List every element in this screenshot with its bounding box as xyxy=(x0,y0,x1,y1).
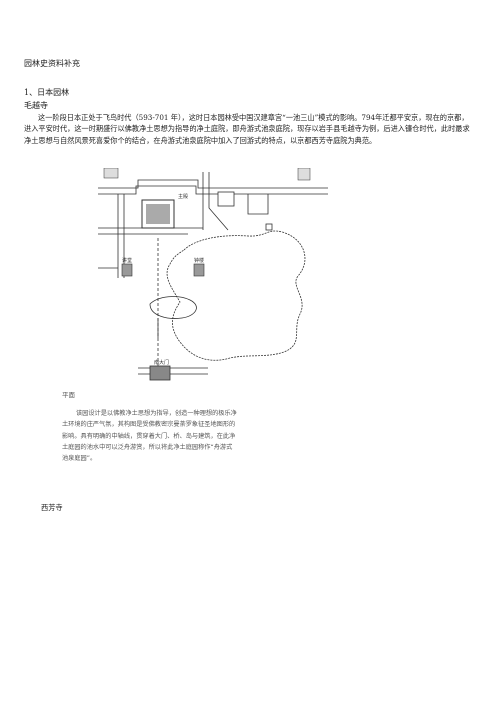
caption-text: 该园设计是以佛教净土思想为指导，创造一种理想的极乐净土环境的庄严气氛，其构图是受… xyxy=(62,410,237,463)
figure-caption: 该园设计是以佛教净土思想为指导，创造一种理想的极乐净土环境的庄严气氛，其构图是受… xyxy=(62,408,237,464)
label-south-gate: 南大门 xyxy=(154,359,169,366)
label-west-hall: 讲堂 xyxy=(122,257,132,264)
bell-tower xyxy=(193,263,205,277)
island xyxy=(149,296,197,319)
plan-label: 平面 xyxy=(62,391,75,399)
next-heading: 西芳寺 xyxy=(41,503,63,512)
buildings xyxy=(103,168,311,381)
subsection-heading: 毛越寺 xyxy=(24,101,48,110)
body-paragraph: 这一阶段日本正处于飞鸟时代（593-701 年），这时日本园林受中国汉建章宫“一… xyxy=(24,113,470,145)
south-gate xyxy=(149,365,171,381)
west-hall xyxy=(121,263,133,277)
label-bell: 钟楼 xyxy=(194,257,204,264)
document-title: 园林史资料补充 xyxy=(24,59,80,68)
garden-plan-figure: 主殿 讲堂 钟楼 南大门 xyxy=(98,168,328,381)
road-north xyxy=(98,179,328,189)
section-heading: 1、日本园林 xyxy=(24,88,70,97)
pond-outline xyxy=(166,230,306,361)
road-vertical xyxy=(202,172,229,231)
label-main-hall: 主殿 xyxy=(178,193,188,200)
